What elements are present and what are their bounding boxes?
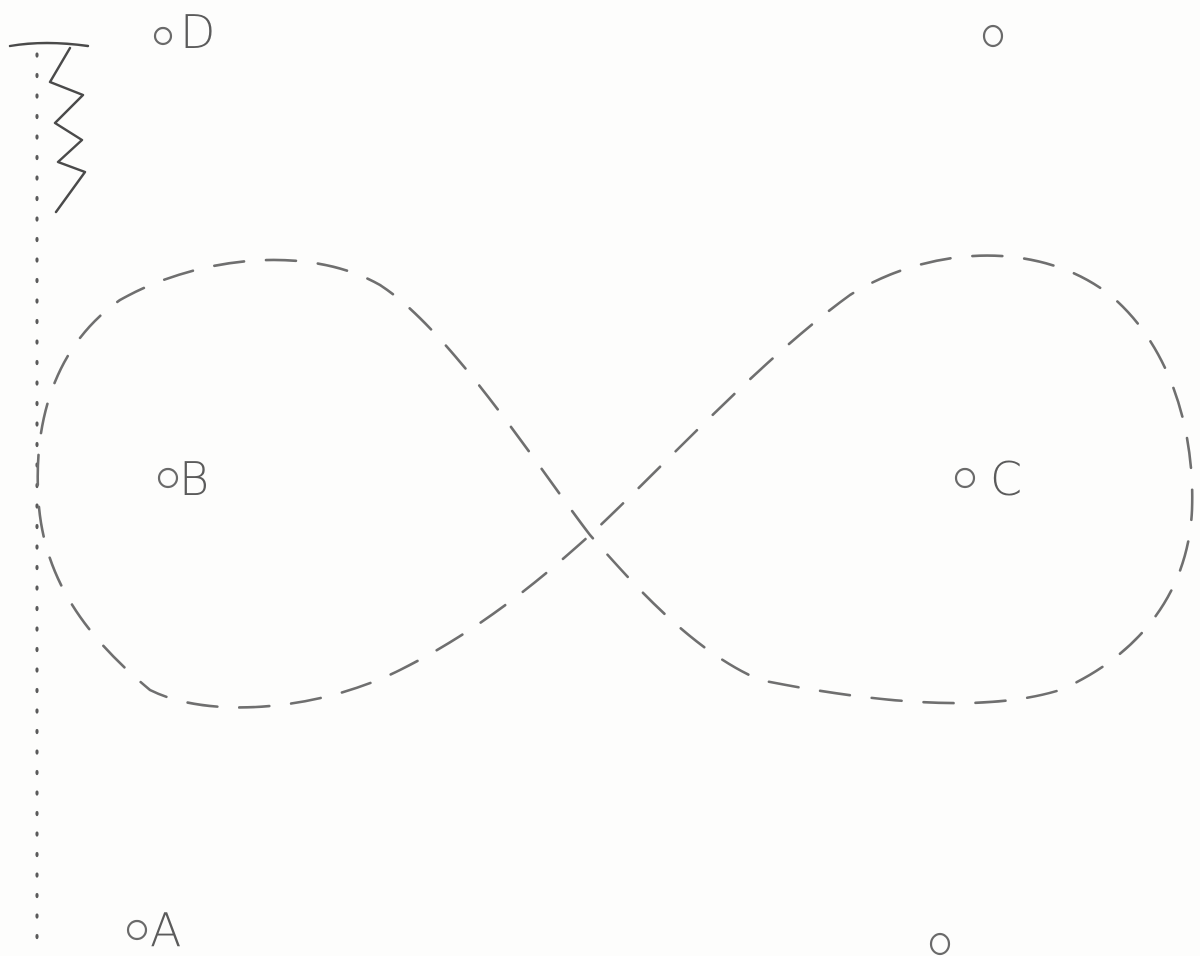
dotted-line-dot	[35, 277, 39, 284]
dotted-line-dot	[35, 810, 39, 817]
point-d: D	[153, 5, 215, 59]
dotted-line-dot	[35, 72, 39, 79]
dotted-line-dot	[35, 544, 39, 550]
point-b-marker	[157, 467, 179, 489]
point-bottom-right-marker	[929, 932, 951, 956]
dotted-line-dot	[35, 626, 39, 632]
dotted-line-dot	[35, 646, 39, 653]
dotted-line-dot	[35, 134, 39, 140]
point-a: A	[126, 903, 181, 956]
point-top-right-marker	[982, 24, 1004, 48]
dotted-line-dot	[35, 605, 39, 612]
dotted-line-dot	[35, 93, 39, 99]
dotted-line-dot	[35, 687, 39, 694]
dotted-line-dot	[35, 585, 39, 591]
dotted-vertical-line	[35, 52, 39, 940]
dotted-line-dot	[35, 564, 39, 571]
dotted-line-dot	[35, 769, 39, 776]
point-d-label: D	[180, 5, 215, 59]
dotted-line-dot	[35, 728, 39, 735]
dotted-line-dot	[35, 421, 39, 427]
dotted-line-dot	[35, 913, 39, 919]
dotted-line-dot	[35, 236, 39, 243]
dotted-line-dot	[35, 892, 39, 899]
dotted-line-dot	[35, 113, 39, 120]
dotted-line-dot	[35, 831, 39, 837]
dotted-line-dot	[35, 52, 39, 58]
point-d-marker	[153, 26, 173, 46]
point-b-label: B	[179, 452, 209, 506]
dotted-line-dot	[35, 872, 39, 878]
dotted-line-dot	[35, 441, 39, 448]
dotted-line-dot	[35, 195, 39, 202]
dotted-line-dot	[35, 790, 39, 796]
dotted-line-dot	[35, 216, 39, 222]
point-a-label: A	[150, 903, 181, 956]
dotted-line-dot	[35, 667, 39, 673]
dotted-line-dot	[35, 318, 39, 325]
dotted-line-dot	[35, 339, 39, 345]
dotted-line-dot	[35, 749, 39, 755]
dotted-line-dot	[35, 400, 39, 407]
dotted-line-dot	[35, 359, 39, 366]
point-c: C	[954, 452, 1022, 506]
point-a-marker	[126, 919, 148, 941]
dotted-line-dot	[35, 175, 39, 181]
dotted-line-dot	[35, 708, 39, 714]
point-c-label: C	[990, 452, 1022, 506]
dotted-line-dot	[35, 851, 39, 858]
point-b: B	[157, 452, 209, 506]
dotted-line-dot	[35, 257, 39, 263]
dotted-line-dot	[35, 523, 39, 530]
point-c-marker	[954, 467, 976, 489]
dotted-line-dot	[35, 154, 39, 161]
zigzag-spring	[8, 41, 90, 214]
dotted-line-dot	[35, 933, 39, 940]
figure-eight-dashed-loop	[36, 254, 1194, 709]
dotted-line-dot	[35, 380, 39, 386]
dotted-line-dot	[35, 298, 39, 304]
